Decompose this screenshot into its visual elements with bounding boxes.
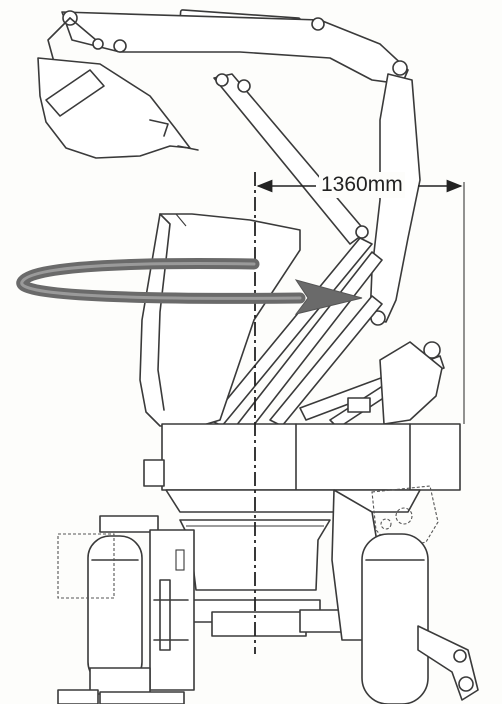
rotation-arrow [16, 258, 363, 315]
excavator-undercarriage [57, 485, 479, 704]
dimension-label: 1360mm [319, 172, 405, 198]
swing-radius-dimension [256, 179, 465, 424]
excavator-arm [37, 9, 409, 245]
